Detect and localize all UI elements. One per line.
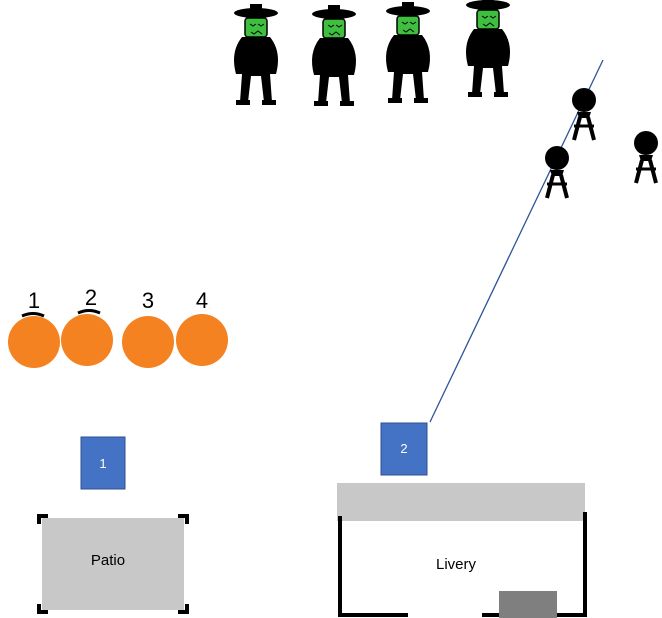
patio-area	[42, 518, 184, 610]
orange-marker-label-2: 2	[85, 285, 97, 310]
round-head-figure-icon	[632, 129, 660, 185]
green-faced-figure-icon	[385, 1, 431, 104]
livery-door	[499, 591, 557, 618]
livery-roof	[337, 483, 585, 521]
orange-marker-label-4: 4	[196, 288, 208, 313]
orange-marker-label-1: 1	[28, 288, 40, 313]
orange-marker-tick-2	[77, 309, 101, 315]
green-faced-figure-icon	[465, 0, 511, 98]
orange-marker-group: 1 2 3 4	[8, 285, 228, 368]
round-head-figure-icon	[570, 86, 598, 142]
orange-marker-2	[61, 314, 113, 366]
orange-marker-tick-1	[21, 312, 45, 318]
patio-building: Patio	[37, 514, 189, 614]
blue-marker-label-2: 2	[400, 441, 407, 456]
sightline	[429, 59, 604, 423]
patio-label: Patio	[91, 552, 125, 569]
round-head-figure-icon	[543, 144, 571, 200]
orange-marker-1	[8, 316, 60, 368]
round-head-figures	[543, 86, 660, 200]
blue-marker-2	[380, 422, 428, 476]
orange-marker-3	[122, 316, 174, 368]
livery-label: Livery	[436, 556, 477, 573]
livery-wall-left	[338, 516, 408, 617]
blue-marker-label-1: 1	[99, 456, 106, 471]
green-faced-figure-icon	[233, 3, 279, 106]
orange-marker-4	[176, 314, 228, 366]
livery-building: Livery	[337, 483, 587, 618]
orange-marker-label-3: 3	[142, 288, 154, 313]
green-faced-figure-icon	[311, 4, 357, 107]
blue-marker-1	[80, 436, 126, 490]
hat-figures	[233, 0, 511, 107]
